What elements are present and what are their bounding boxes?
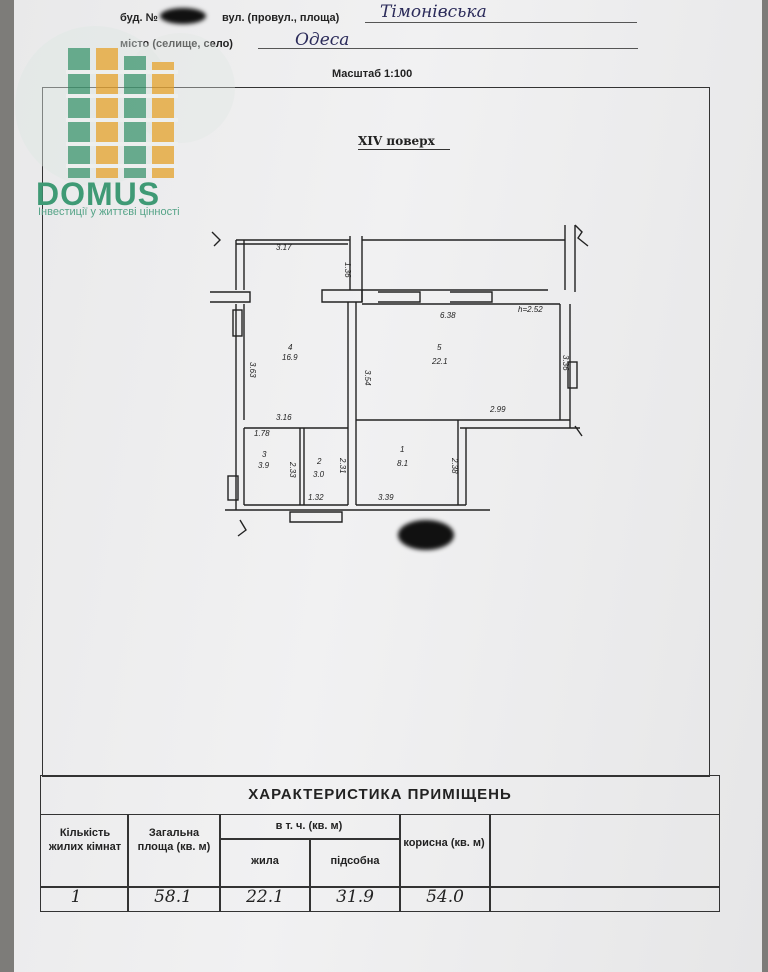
dimension-label: 3.36	[561, 355, 570, 371]
dimension-label: 1.78	[254, 429, 270, 438]
city-underline	[258, 48, 638, 49]
room-area: 22.1	[431, 357, 448, 366]
scale-label: Масштаб 1:100	[332, 68, 413, 80]
room-number: 4	[288, 343, 293, 352]
logo-brand: DOMUS	[36, 176, 161, 212]
table-divider	[399, 814, 401, 911]
dimension-label: 1.36	[343, 262, 352, 278]
redaction-blot	[398, 520, 454, 550]
wall	[347, 302, 357, 505]
room-number: 5	[437, 343, 442, 352]
window-wall	[362, 289, 560, 305]
characteristics-table: ХАРАКТЕРИСТИКА ПРИМІЩЕНЬ Кількість жилих…	[40, 775, 720, 912]
break-mark	[211, 231, 221, 247]
value-total-area: 58.1	[154, 887, 192, 907]
room-area: 16.9	[282, 353, 298, 362]
floor-title-underline	[358, 149, 450, 150]
table-divider	[127, 814, 129, 911]
drawing-frame	[42, 87, 710, 777]
dimension-label: 2.38	[450, 457, 459, 474]
redaction-blot	[160, 8, 206, 24]
wall	[299, 428, 305, 505]
radiator	[567, 361, 578, 389]
dimension-label: 3.16	[276, 413, 292, 422]
city-label: місто (селище, село)	[120, 38, 233, 50]
dimension-label: 2.33	[288, 461, 297, 478]
door	[289, 511, 343, 523]
break-mark	[574, 425, 583, 437]
dimension-label: 1.32	[308, 493, 324, 502]
floor-title: XIV поверх	[358, 134, 435, 148]
characteristics-title: ХАРАКТЕРИСТИКА ПРИМІЩЕНЬ	[41, 776, 719, 815]
wall	[235, 240, 245, 290]
vent	[227, 475, 239, 501]
room-area: 3.0	[313, 470, 325, 479]
column	[321, 289, 363, 303]
wall	[457, 420, 467, 505]
dimension-label: 6.38	[440, 311, 456, 320]
table-divider	[219, 838, 399, 840]
street-underline	[365, 22, 637, 23]
table-divider	[309, 838, 311, 911]
wall-stub	[210, 291, 251, 303]
dimension-label: 3.63	[248, 362, 257, 378]
table-divider	[489, 814, 491, 911]
header-living: жила	[251, 855, 279, 867]
dimension-label: 3.17	[276, 243, 292, 252]
window	[378, 291, 493, 303]
break-mark	[574, 224, 589, 247]
wall	[235, 420, 245, 510]
building-label: буд. №	[120, 12, 158, 24]
city-value: Одеса	[295, 30, 350, 50]
dimension-label: 3.39	[378, 493, 394, 502]
dimension-label: 2.99	[489, 405, 506, 414]
wall	[564, 225, 576, 292]
dimension-label: 3.54	[363, 370, 372, 386]
header-rooms: Кількість жилих кімнат	[48, 827, 122, 853]
table-divider	[219, 814, 221, 911]
logo-tagline: Інвестиції у життєві цінності	[38, 206, 180, 218]
value-rooms: 1	[70, 887, 82, 907]
wall	[236, 239, 350, 245]
dimension-label: h=2.52	[518, 305, 543, 314]
domus-logo-icon	[15, 26, 235, 186]
wall	[356, 419, 580, 429]
wall	[235, 304, 245, 420]
street-label: вул. (провул., площа)	[222, 12, 340, 24]
break-mark	[237, 519, 247, 537]
room-area: 8.1	[397, 459, 408, 468]
value-useful: 54.0	[426, 887, 464, 907]
room-area: 3.9	[258, 461, 270, 470]
room-number: 3	[262, 450, 267, 459]
header-including: в т. ч. (кв. м)	[275, 820, 343, 832]
radiator	[232, 309, 243, 337]
header-useful: корисна (кв. м)	[403, 837, 485, 849]
header-auxiliary: підсобна	[330, 855, 380, 867]
header-total-area: Загальна площа (кв. м)	[137, 827, 211, 853]
room-number: 2	[316, 457, 322, 466]
wall	[559, 304, 571, 428]
value-living: 22.1	[246, 887, 284, 907]
table-divider	[41, 886, 719, 888]
street-value: Тімонівська	[380, 2, 487, 22]
room-number: 1	[400, 445, 404, 454]
value-auxiliary: 31.9	[336, 887, 374, 907]
dimension-label: 2.31	[338, 457, 347, 474]
